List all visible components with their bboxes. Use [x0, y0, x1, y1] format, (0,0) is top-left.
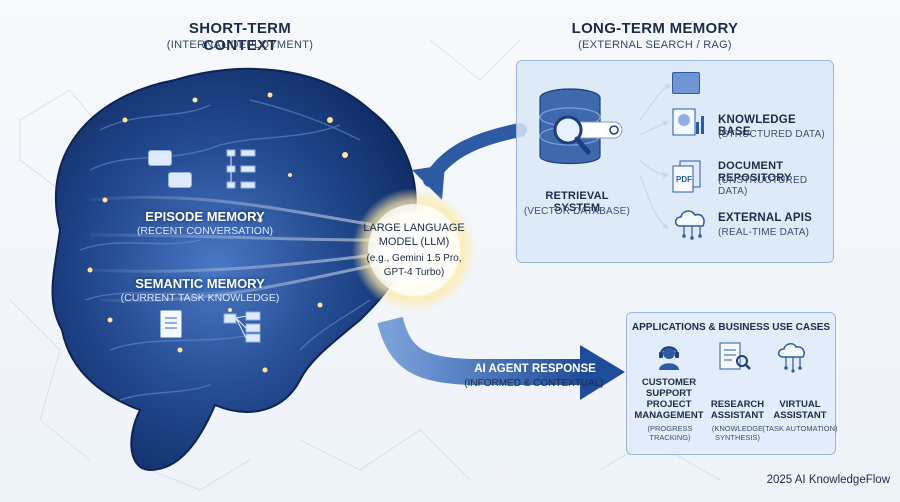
episode-memory-subtitle: (RECENT CONVERSATION)	[136, 225, 274, 237]
applications-panel	[626, 312, 836, 455]
episode-memory-label: EPISODE MEMORY	[145, 209, 265, 224]
response-arrow-body	[377, 316, 585, 385]
cloud-network-icon	[776, 341, 810, 373]
retrieval-system-label: RETRIEVAL SYSTEM	[545, 190, 609, 214]
ai-agent-response-subtitle: (INFORMED & CONTEXTUAL)	[464, 378, 604, 389]
app-customer-support-line4: MANAGEMENT	[634, 410, 704, 421]
folder-icon	[672, 72, 700, 94]
semantic-memory-subtitle: (CURRENT TASK KNOWLEDGE)	[120, 292, 280, 304]
brain-shape	[51, 67, 417, 472]
app-customer-support-subtitle: (PROGRESS TRACKING)	[647, 424, 693, 442]
llm-title-line2: MODEL (LLM)	[378, 236, 450, 248]
app-customer-support-line1: CUSTOMER	[641, 377, 697, 388]
app-research-assistant-subtitle-line2: SYNTHESIS)	[714, 433, 760, 442]
knowledge-base-icon	[672, 108, 706, 136]
short-term-subtitle: (INTERNAL DEPLOYMENT)	[166, 39, 314, 51]
applications-title: APPLICATIONS & BUSINESS USE CASES	[631, 322, 831, 333]
app-research-assistant-subtitle-line1: (KNOWLEDGE	[711, 424, 764, 433]
app-research-assistant-line2: ASSISTANT	[710, 410, 765, 421]
app-virtual-assistant-line1: VIRTUAL	[779, 399, 821, 410]
llm-example-line1: (e.g., Gemini 1.5 Pro,	[366, 253, 462, 264]
external-apis-label: EXTERNAL APIS	[718, 212, 812, 224]
chat-bubble-icon	[168, 172, 192, 188]
document-repository-subtitle: (UNSTRUCTURED DATA)	[718, 175, 808, 197]
long-term-title: LONG-TERM MEMORY	[571, 20, 739, 37]
response-arrow-head	[580, 345, 625, 400]
svg-text:PDF: PDF	[676, 175, 692, 184]
long-term-subtitle: (EXTERNAL SEARCH / RAG)	[578, 39, 732, 51]
llm-example-line2: GPT-4 Turbo)	[383, 267, 445, 278]
llm-title-line1: LARGE LANGUAGE	[363, 222, 465, 234]
app-customer-support-line3: PROJECT	[646, 399, 692, 410]
knowledge-base-subtitle: (STRUCTURED DATA)	[718, 129, 825, 140]
short-term-title: SHORT-TERM CONTEXT	[188, 20, 292, 54]
chat-bubble-icon	[148, 150, 172, 166]
semantic-memory-label: SEMANTIC MEMORY	[135, 276, 265, 291]
document-repository-label: DOCUMENT REPOSITORY	[718, 160, 792, 184]
folder-tree-icon	[222, 310, 266, 344]
footer-credit: 2025 AI KnowledgeFlow	[766, 474, 890, 486]
pdf-document-icon: PDF	[672, 160, 702, 194]
document-icon	[160, 310, 182, 338]
flow-steps-icon	[225, 148, 259, 194]
knowledge-base-label: KNOWLEDGE BASE	[718, 114, 796, 138]
app-customer-support-line2: SUPPORT	[646, 388, 692, 399]
cloud-api-icon	[672, 206, 712, 240]
vector-database-icon	[530, 86, 626, 178]
ai-agent-response-label: AI AGENT RESPONSE	[474, 363, 596, 375]
app-virtual-assistant-subtitle: (TASK AUTOMATION)	[762, 424, 838, 433]
external-apis-subtitle: (REAL-TIME DATA)	[718, 227, 810, 238]
retrieval-system-subtitle: (VECTOR DATABASE)	[523, 206, 631, 217]
headset-agent-icon	[656, 343, 682, 371]
app-research-assistant-line1: RESEARCH	[710, 399, 765, 410]
app-virtual-assistant-line2: ASSISTANT	[773, 410, 827, 421]
research-document-icon	[718, 341, 752, 371]
